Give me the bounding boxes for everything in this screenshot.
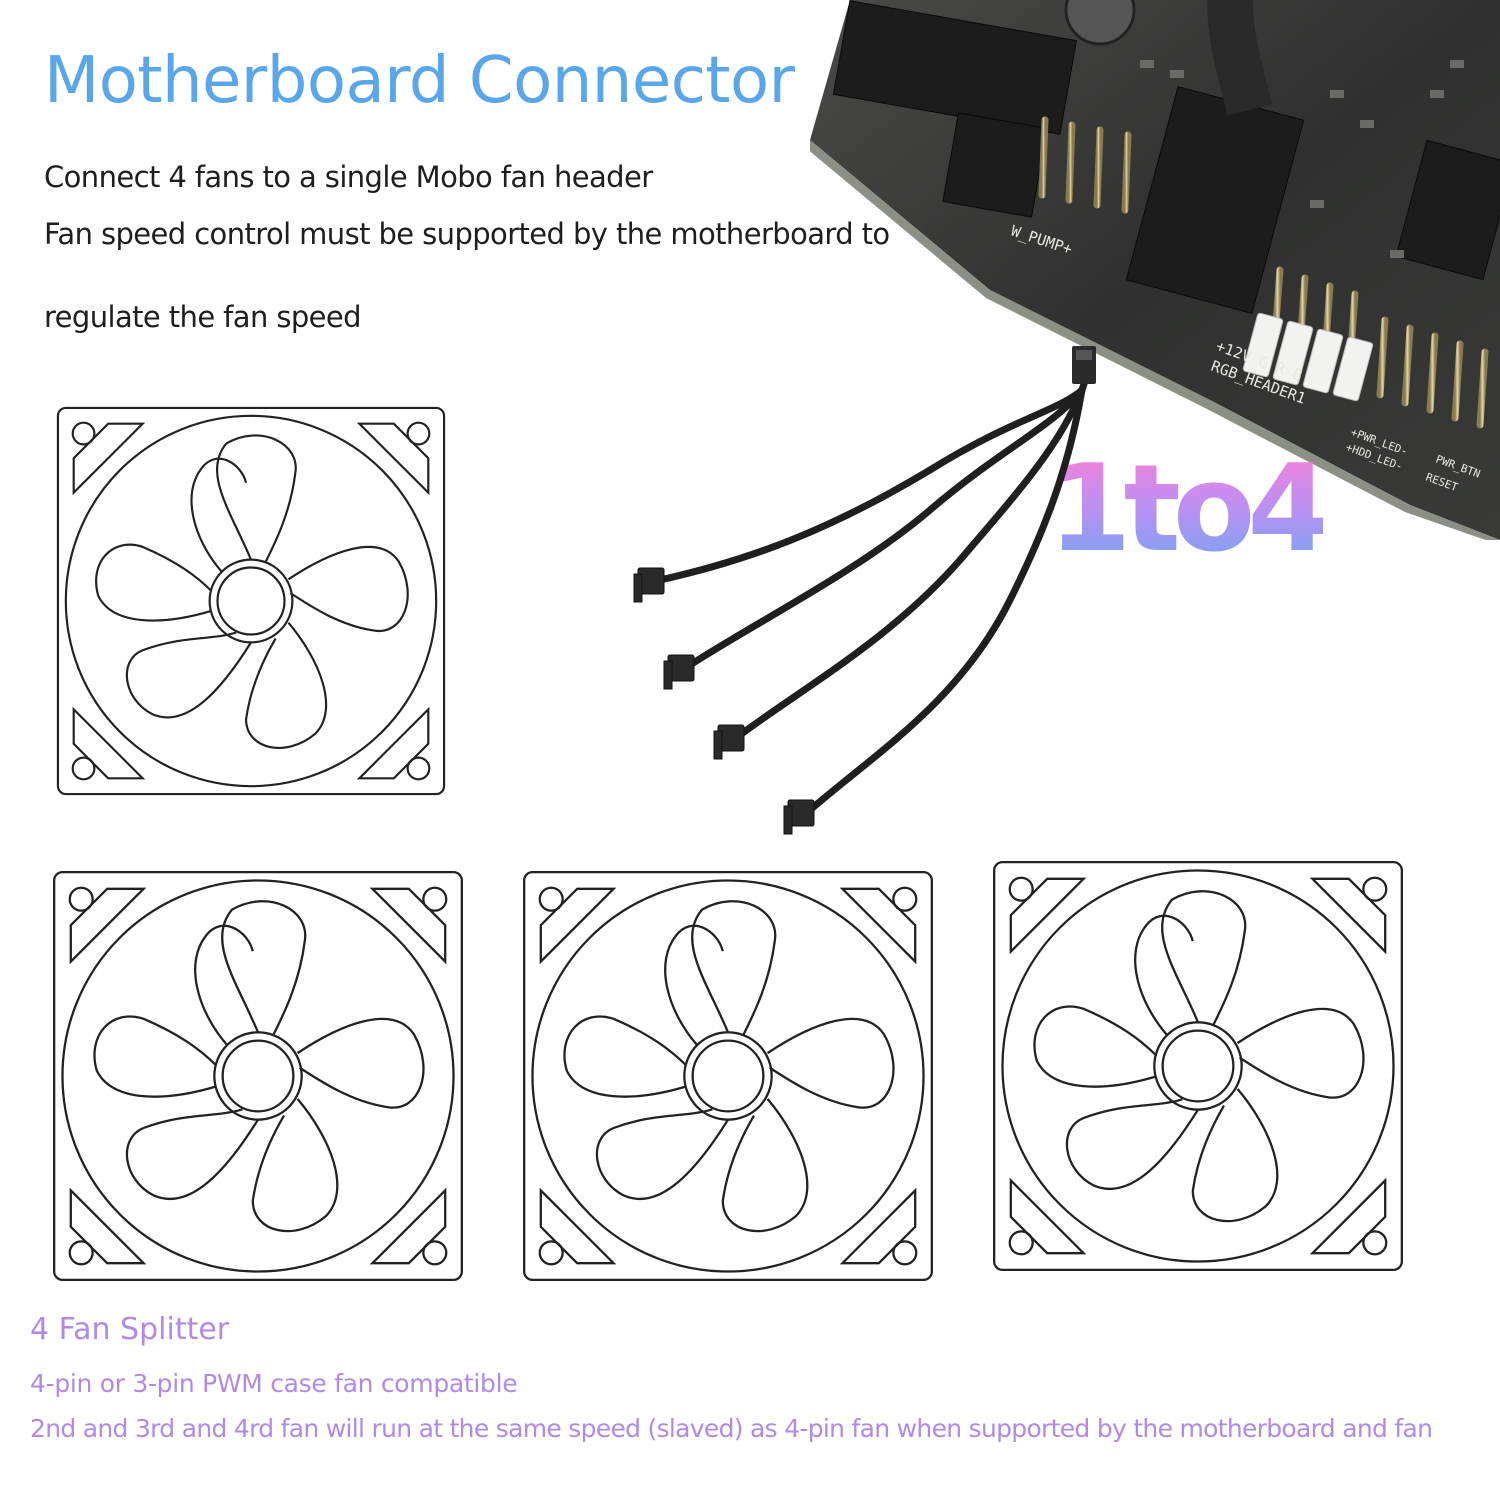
footer-line-2: 2nd and 3rd and 4rd fan will run at the … [30,1414,1433,1443]
description-line-1: Connect 4 fans to a single Mobo fan head… [44,160,653,194]
splitter-cable-icon [633,346,1096,835]
fan-icon [56,406,446,796]
fan-icon [53,871,463,1281]
one-to-four-badge: 1to4 [1048,440,1331,579]
footer-notes: 4 Fan Splitter 4-pin or 3-pin PWM case f… [30,1312,1433,1443]
description-line-3: regulate the fan speed [44,300,362,334]
fan-icon [523,871,933,1281]
footer-title: 4 Fan Splitter [30,1312,230,1347]
footer-line-1: 4-pin or 3-pin PWM case fan compatible [30,1369,518,1398]
motherboard-photo: W_PUMP+ +12V G R B RGB_HEADER1 +PWR_LED-… [810,0,1500,540]
page-title: Motherboard Connector [44,44,795,118]
description-line-2: Fan speed control must be supported by t… [44,217,890,251]
fan-icon [993,861,1403,1271]
